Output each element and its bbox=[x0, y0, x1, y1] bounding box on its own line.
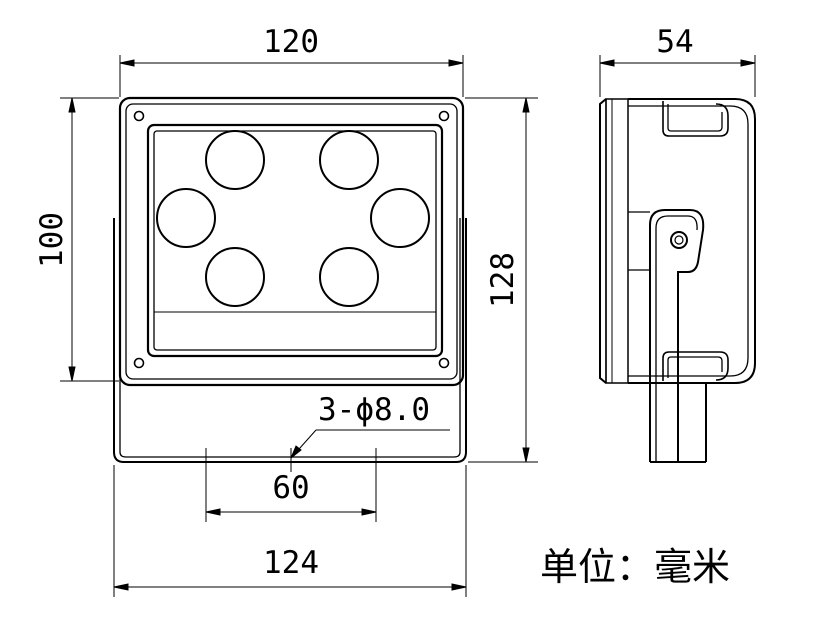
bracket-inner-line bbox=[119, 218, 461, 458]
dim-label-100: 100 bbox=[34, 212, 70, 268]
side-pivot-bolt bbox=[670, 231, 688, 249]
lens-window-outer bbox=[146, 123, 444, 358]
led-lens-3 bbox=[156, 188, 216, 248]
side-view bbox=[599, 98, 756, 463]
led-lens-5 bbox=[205, 247, 265, 307]
side-dimensions bbox=[599, 55, 756, 97]
led-lens-1 bbox=[205, 130, 265, 190]
side-bottom-fin bbox=[662, 351, 729, 381]
led-lens-6 bbox=[319, 247, 379, 307]
housing-outer bbox=[118, 96, 465, 387]
dim-label-128: 128 bbox=[485, 252, 521, 308]
led-lens-4 bbox=[370, 188, 430, 248]
side-housing-inner bbox=[628, 105, 749, 377]
front-dimensions bbox=[60, 55, 538, 597]
screw-bottom-left bbox=[133, 357, 145, 369]
screw-top-right bbox=[438, 110, 450, 122]
side-bracket-arm bbox=[649, 209, 705, 462]
led-lens-2 bbox=[319, 130, 379, 190]
dim-label-120: 120 bbox=[263, 24, 319, 60]
side-top-fin bbox=[662, 101, 729, 137]
dim-label-54: 54 bbox=[656, 24, 693, 60]
dim-label-holes: 3-ϕ8.0 bbox=[318, 392, 430, 428]
lens-window-inner bbox=[153, 130, 437, 351]
bracket-outline bbox=[113, 218, 467, 463]
housing-inner bbox=[125, 103, 458, 380]
screw-bottom-right bbox=[438, 357, 450, 369]
screw-top-left bbox=[133, 110, 145, 122]
dim-label-60: 60 bbox=[272, 470, 309, 506]
side-lens-plate bbox=[599, 98, 607, 384]
unit-label: 单位：毫米 bbox=[540, 545, 730, 589]
side-housing bbox=[628, 98, 756, 384]
front-view bbox=[113, 96, 467, 463]
dim-label-124: 124 bbox=[263, 545, 319, 581]
